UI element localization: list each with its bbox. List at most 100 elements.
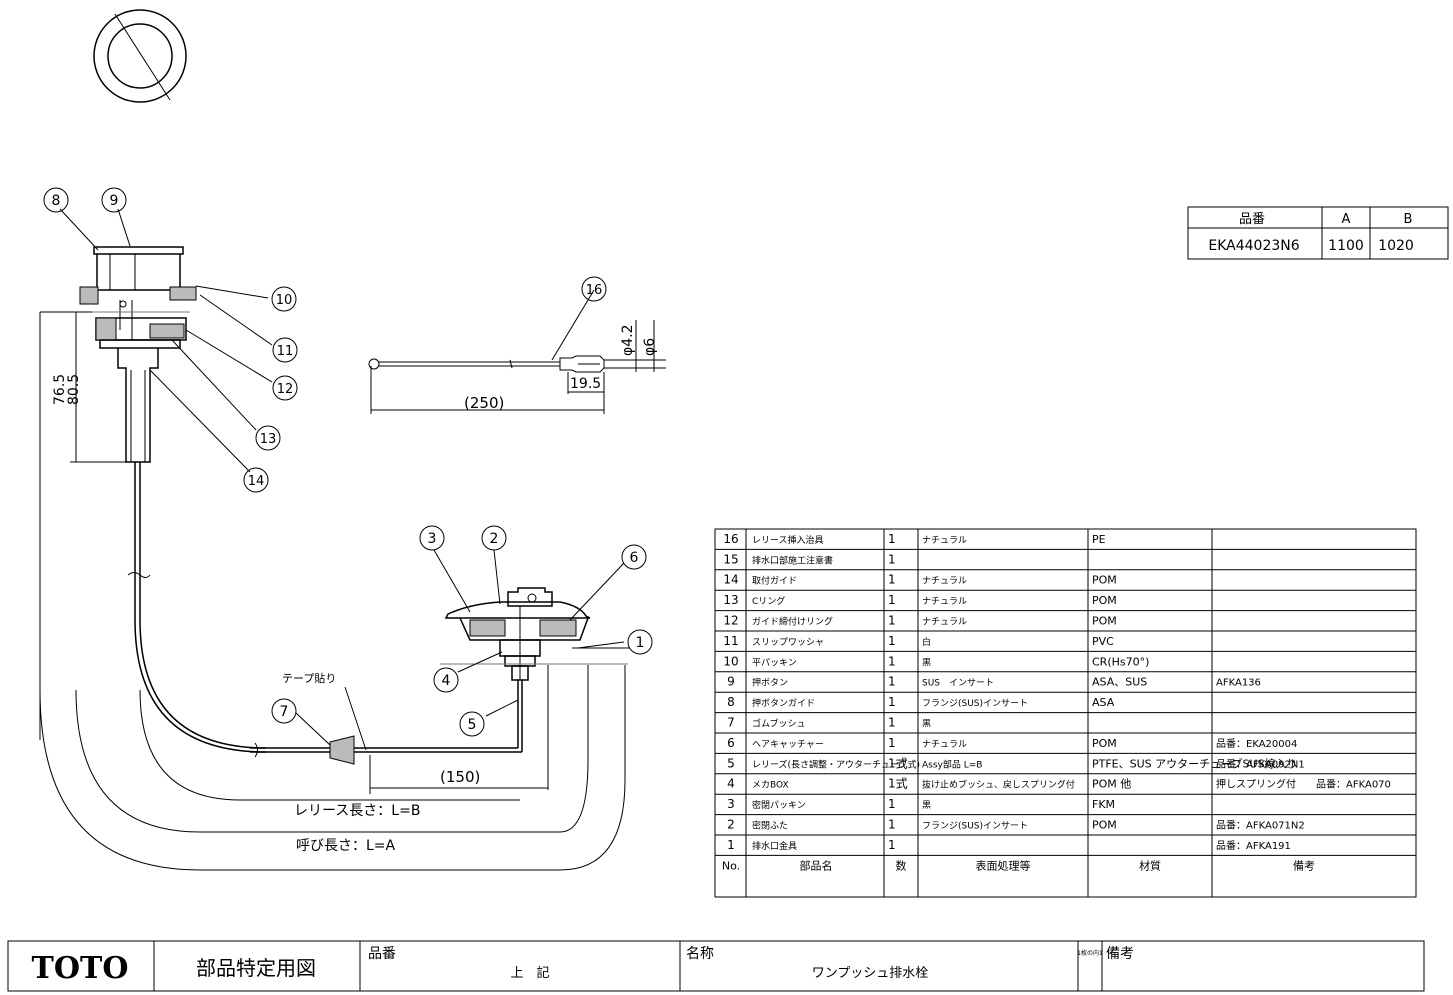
svg-text:1: 1: [636, 635, 645, 651]
balloon-7: 7: [271, 698, 297, 724]
parts-cell-no: 12: [723, 613, 738, 627]
dim-150: (150): [440, 768, 480, 786]
brand-logo: TOTO: [32, 951, 129, 986]
top-view: [93, 9, 187, 103]
parts-cell-material: POM: [1092, 574, 1117, 587]
parts-cell-name: Cリング: [752, 595, 785, 607]
svg-text:10: 10: [276, 293, 293, 308]
svg-text:16: 16: [586, 283, 603, 298]
drain-fitting: [440, 587, 630, 681]
parts-cell-material: CR(Hs70°): [1092, 655, 1149, 668]
parts-cell-material: ASA: [1092, 696, 1115, 709]
parts-cell-no: 9: [727, 675, 735, 689]
parts-cell-qty: 1: [888, 654, 896, 668]
parts-cell-no: 3: [727, 797, 735, 811]
spec-a-value: 1100: [1328, 238, 1364, 254]
parts-cell-no: 7: [727, 715, 735, 729]
spec-header-a: A: [1342, 212, 1351, 227]
spec-hinban-value: EKA44023N6: [1208, 238, 1299, 254]
name-value: ワンプッシュ排水栓: [812, 966, 929, 981]
parts-cell-qty: 1: [888, 593, 896, 607]
dim-phi-6: φ6: [642, 338, 658, 356]
balloon-2: 2: [481, 525, 507, 551]
parts-cell-no: 5: [727, 756, 735, 770]
parts-cell-qty: 1: [888, 573, 896, 587]
balloon-16: 16: [581, 276, 607, 302]
dim-76-5: 76.5: [52, 374, 68, 405]
parts-header-name: 部品名: [800, 858, 833, 872]
parts-cell-material: FKM: [1092, 798, 1115, 811]
parts-cell-note: 押しスプリング付 品番：AFKA070: [1216, 778, 1391, 791]
parts-cell-finish: 黒: [922, 657, 931, 668]
parts-cell-material: PTFE、SUS アウターチューブSUS線入り: [1092, 756, 1298, 770]
parts-cell-note: 品番：AFKA191: [1216, 840, 1291, 852]
parts-cell-name: 排水口金具: [752, 840, 797, 852]
title-block: TOTO 部品特定用図 品番 上 記 名称 ワンプッシュ排水栓 1枚の内1 備考: [7, 940, 1425, 992]
balloon-4: 4: [433, 667, 459, 693]
parts-cell-note: 品番：EKA20004: [1216, 738, 1297, 750]
parts-cell-qty: 1: [888, 838, 896, 852]
balloon-11: 11: [272, 337, 298, 363]
nominal-length-label: 呼び長さ：L=A: [296, 838, 396, 854]
parts-cell-name: 密閉パッキン: [752, 799, 806, 811]
parts-cell-qty: 1: [888, 715, 896, 729]
parts-cell-name: 押ボタンガイド: [752, 697, 815, 709]
spec-b-value: 1020: [1378, 238, 1414, 254]
balloon-10: 10: [271, 286, 297, 312]
parts-cell-finish: 黒: [922, 800, 931, 811]
spec-header-b: B: [1404, 212, 1413, 227]
parts-cell-no: 1: [727, 838, 735, 852]
parts-cell-finish: ナチュラル: [922, 739, 967, 750]
release-cable: [127, 462, 523, 765]
parts-cell-finish: 黒: [922, 718, 931, 729]
parts-cell-finish: フランジ(SUS)インサート: [922, 698, 1028, 709]
spec-header-hinban: 品番: [1239, 212, 1265, 227]
svg-text:6: 6: [630, 550, 639, 566]
parts-cell-material: ASA、SUS: [1092, 676, 1147, 689]
parts-cell-material: POM: [1092, 737, 1117, 750]
dim-80-5: 80.5: [66, 374, 82, 405]
parts-cell-no: 11: [723, 634, 738, 648]
svg-text:3: 3: [428, 531, 437, 547]
parts-cell-qty: 1: [888, 613, 896, 627]
parts-cell-note: 品番：AFKA092N1: [1216, 758, 1305, 770]
parts-cell-name: ゴムブッシュ: [752, 717, 805, 729]
parts-cell-no: 10: [723, 654, 738, 668]
parts-header-finish: 表面処理等: [976, 858, 1031, 872]
parts-cell-no: 8: [727, 695, 735, 709]
parts-cell-material: POM 他: [1092, 778, 1131, 791]
dim-phi-4-2: φ4.2: [620, 325, 636, 357]
parts-cell-finish: 白: [922, 636, 931, 648]
parts-cell-name: メカBOX: [752, 780, 789, 791]
parts-cell-no: 4: [727, 777, 735, 791]
dim-250: (250): [464, 394, 504, 412]
parts-cell-qty: 1: [888, 675, 896, 689]
name-label: 名称: [686, 946, 714, 962]
svg-text:8: 8: [52, 193, 61, 209]
parts-cell-qty: 1: [888, 817, 896, 831]
svg-text:4: 4: [442, 673, 451, 689]
svg-text:5: 5: [468, 717, 477, 733]
parts-cell-name: 平パッキン: [752, 657, 797, 668]
balloon-14: 14: [243, 467, 269, 493]
parts-cell-name: レリース挿入治具: [752, 534, 824, 546]
tape-label: テープ貼り: [282, 671, 336, 685]
balloon-6: 6: [621, 544, 647, 570]
parts-cell-no: 16: [723, 532, 738, 546]
dimension-lines: [39, 311, 666, 871]
parts-cell-name: ガイド締付けリング: [752, 615, 833, 627]
parts-header-note: 備考: [1293, 859, 1315, 872]
svg-text:2: 2: [490, 531, 499, 547]
parts-cell-material: POM: [1092, 614, 1117, 627]
hinban-value: 上 記: [510, 965, 549, 981]
svg-text:13: 13: [260, 432, 277, 447]
parts-cell-no: 13: [723, 593, 738, 607]
parts-header-qty: 数: [896, 859, 907, 872]
parts-header-material: 材質: [1139, 858, 1161, 872]
parts-cell-qty: 1: [888, 634, 896, 648]
balloon-3: 3: [419, 525, 445, 551]
parts-cell-finish: ナチュラル: [922, 616, 967, 627]
parts-header-no: No.: [722, 859, 740, 872]
hinban-label: 品番: [368, 946, 396, 962]
parts-cell-qty: 1: [888, 552, 896, 566]
